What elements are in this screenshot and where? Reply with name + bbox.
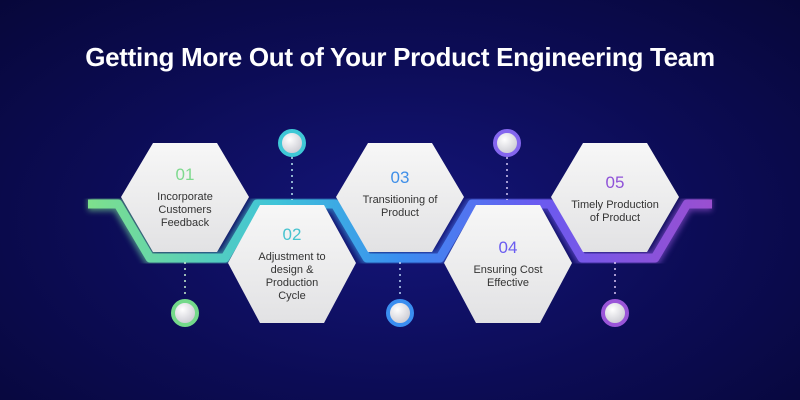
marker-circle [171,299,199,327]
marker-circle [493,129,521,157]
step-label: Adjustment to design & Production Cycle [258,251,326,302]
marker-circles [171,129,629,327]
step-1: 01 Incorporate Customers Feedback [123,143,247,251]
step-5: 05 Timely Production of Product [553,145,677,253]
step-number: 05 [605,173,625,192]
step-number: 03 [390,168,410,187]
step-4: 04 Ensuring Cost Effective [446,210,570,318]
hexagon-3 [336,143,464,252]
hexagons [121,143,679,323]
step-label: Ensuring Cost Effective [473,264,543,289]
hexagon-2 [228,205,356,323]
marker-circle [386,299,414,327]
step-number: 01 [175,164,195,184]
step-label: Timely Production of Product [571,199,659,224]
step-number: 04 [498,238,518,257]
marker-circle [278,129,306,157]
marker-circle [601,299,629,327]
step-number: 02 [282,225,302,244]
step-2: 02 Adjustment to design & Production Cyc… [230,210,354,318]
page-title: Getting More Out of Your Product Enginee… [85,42,715,72]
step-label: Incorporate Customers Feedback [157,190,213,229]
hexagon-4 [444,205,572,323]
wave-path [88,199,712,263]
hexagon-1 [121,143,249,252]
step-label: Transitioning of Product [362,194,438,219]
hexagon-5 [551,143,679,252]
step-3: 03 Transitioning of Product [338,140,462,248]
